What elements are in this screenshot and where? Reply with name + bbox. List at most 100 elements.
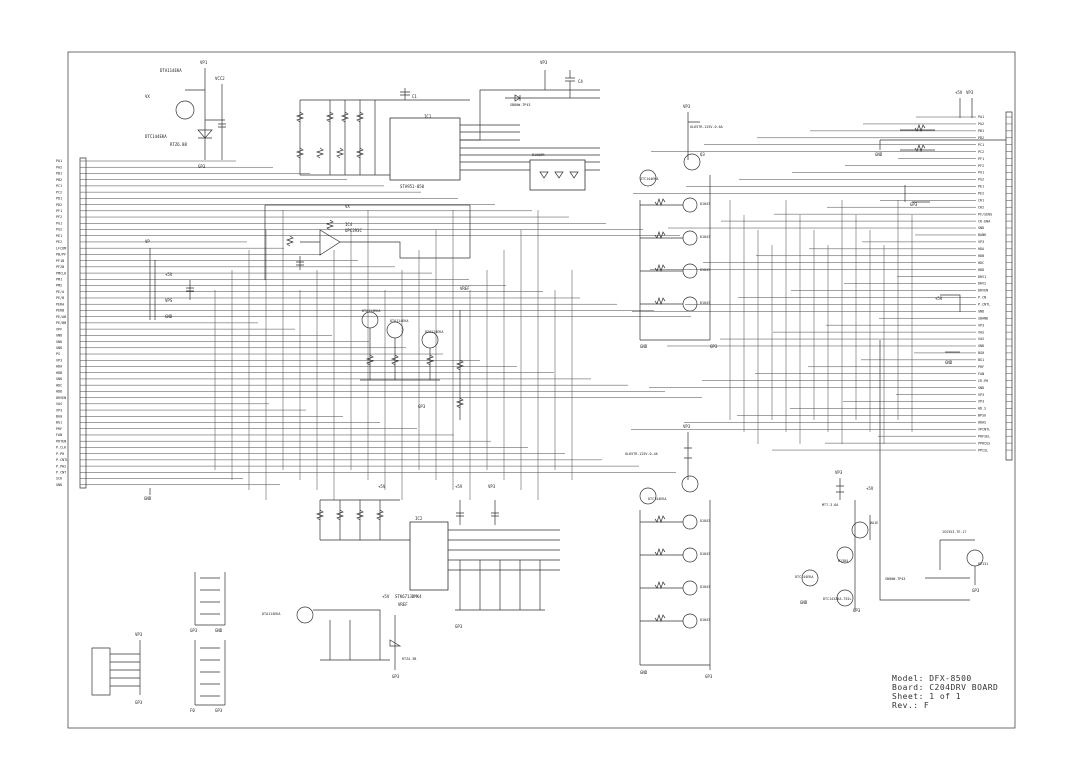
svg-text:IC1: IC1 [424, 114, 432, 119]
left-pin-label: BG0 [56, 414, 62, 418]
zd1-part: RTZ4.3B [402, 657, 416, 661]
svg-text:DTA114EKA: DTA114EKA [390, 319, 408, 323]
svg-text:GND: GND [875, 152, 883, 157]
svg-text:+5V: +5V [165, 272, 173, 277]
left-bus-wiring [86, 160, 702, 500]
left-pin-label: GND [56, 377, 62, 381]
svg-text:VP3: VP3 [966, 90, 974, 95]
q39-part: DTC143ZKA-T61L [823, 597, 852, 601]
svg-text:+5V: +5V [378, 484, 386, 489]
right-pin-label: PA2 [978, 122, 984, 126]
right-pin-label: HDB [978, 254, 984, 258]
left-pin-label: PB1 [56, 172, 62, 176]
right-pin-label: VPCNTL [978, 427, 990, 431]
right-pin-label: CR.PH [978, 379, 988, 383]
right-pin-label: PC1 [978, 143, 984, 147]
right-pin-label: PRF [978, 365, 984, 369]
left-pin-label: PRTEN [56, 439, 66, 443]
left-pin-label: HDD [56, 390, 62, 394]
svg-text:VCC2: VCC2 [215, 76, 225, 81]
right-pin-label: PF1 [978, 157, 984, 161]
right-pin-label: PF/SENS [978, 212, 992, 216]
left-pin-label: HDA [56, 365, 62, 369]
ladder-transistor-part: D1843 [700, 301, 710, 305]
svg-text:GND: GND [144, 496, 152, 501]
left-side-labels: VP +5V VPS GND GND [144, 239, 194, 501]
driver-ladder-top: VP3 UL65TR-125V-0.6A Q3 DTC144EKA D1843D… [639, 104, 723, 349]
vcc2-section: VP1 DTA114EKA VX DTC144EKA RTZ6.8B VCC2 … [145, 60, 226, 169]
right-pin-label: VP3 [978, 323, 984, 327]
left-pin-label: PM2 [56, 284, 62, 288]
d18-part: SB80W-TP43 [885, 577, 905, 581]
right-pin-label: HDA [978, 247, 984, 251]
svg-text:IC2: IC2 [415, 516, 423, 521]
right-pin-label: BANK [978, 233, 987, 237]
title-rev: Rev.: F [892, 701, 929, 710]
svg-text:GND: GND [165, 314, 173, 319]
svg-text:VP3: VP3 [135, 632, 143, 637]
ladder-transistor-part: D1843 [700, 552, 710, 556]
right-pin-label: SBAND [978, 316, 988, 320]
svg-text:+5V: +5V [935, 296, 943, 301]
right-pin-label: VP3 [978, 393, 984, 397]
svg-text:VPS: VPS [165, 298, 173, 303]
right-pin-label: VAS [978, 330, 984, 334]
right-pin-label: FAN [978, 372, 984, 376]
svg-text:GP3: GP3 [910, 202, 918, 207]
pullup-network-right: +5V VP3 GND GP3 +5V GND [875, 90, 1006, 601]
ladder-transistor-part: D1843 [700, 585, 710, 589]
left-pin-label: HDC [56, 383, 62, 387]
svg-text:D10Q6M: D10Q6M [532, 153, 544, 157]
fuse-f2-part: UL65TR-125V-0.6A [690, 125, 723, 129]
svg-text:Q3: Q3 [700, 152, 705, 157]
left-pin-label: HDB [56, 371, 62, 375]
left-pin-label: PE/AB [56, 315, 66, 319]
right-pin-label: CR1 [978, 198, 984, 202]
left-pin-label: PF2B [56, 265, 64, 269]
svg-text:GP3: GP3 [705, 674, 713, 679]
left-pin-label: VAS [56, 402, 62, 406]
svg-text:+5V: +5V [455, 484, 463, 489]
svg-text:VREF: VREF [398, 602, 408, 607]
opamp-section: IC4 UPC393C VX [264, 204, 471, 280]
title-model: Model: DFX-8500 [892, 674, 972, 683]
svg-text:VREF: VREF [460, 286, 470, 291]
svg-text:VP3: VP3 [488, 484, 496, 489]
right-pin-label: PPRCUS [978, 441, 990, 445]
svg-text:VX: VX [345, 204, 350, 209]
svg-text:GP3: GP3 [190, 628, 198, 633]
svg-text:GP3: GP3 [198, 164, 206, 169]
q20-part: DTC144EKA [648, 497, 666, 501]
svg-text:C1: C1 [412, 94, 417, 99]
svg-text:GP3: GP3 [455, 624, 463, 629]
regulator-ic1 [389, 117, 461, 181]
svg-text:GND: GND [945, 360, 953, 365]
svg-text:VP3: VP3 [683, 104, 691, 109]
left-pin-label: VPF [56, 327, 62, 331]
right-pin-label: CR-ENA [978, 219, 990, 223]
left-connector-pins: PA1PA2PB1PB2PC1PC2PD1PD2PF1PF2PG1PG2PE1P… [56, 159, 86, 487]
left-pin-label: PMCLK [56, 271, 67, 275]
title-board: Board: C204DRV BOARD [892, 683, 998, 692]
right-pin-label: DRV2 [978, 282, 986, 286]
driver-ladder-bottom: VP3 UL65TR-125V-0.4A DTC144EKA D1843D184… [625, 424, 713, 679]
left-pin-label: PA1 [56, 159, 62, 163]
right-pin-label: PA1 [978, 115, 984, 119]
left-pin-label: GND [56, 483, 62, 487]
svg-text:GP3: GP3 [215, 708, 223, 713]
right-pin-label: PF2 [978, 164, 984, 168]
power-stage-right: VP3 MT7-3.6A BA1E B1384 DTC144EKA DTC143… [795, 470, 988, 613]
right-pin-label: PE2 [978, 192, 984, 196]
right-connector-pins: PA1PA2PB1PB2PC1PC2PF1PF2PG1PG2PE1PE2CR1C… [978, 115, 1012, 452]
drawing-frame [67, 51, 1016, 729]
left-pin-label: PE/BB [56, 321, 66, 325]
title-sheet: Sheet: 1 of 1 [892, 692, 961, 701]
small-connector: VP3 GP3 [91, 632, 143, 705]
regulator-ic1-part: STA951-050 [400, 184, 425, 189]
ladder-transistor-part: D1843 [700, 268, 710, 272]
q32-part: D2131 [978, 562, 988, 566]
right-pin-label: GND [978, 226, 984, 230]
q34-part: DTC144EKA [145, 134, 167, 139]
left-pin-label: PA2 [56, 165, 62, 169]
ladder-transistor-part: D1843 [700, 202, 710, 206]
